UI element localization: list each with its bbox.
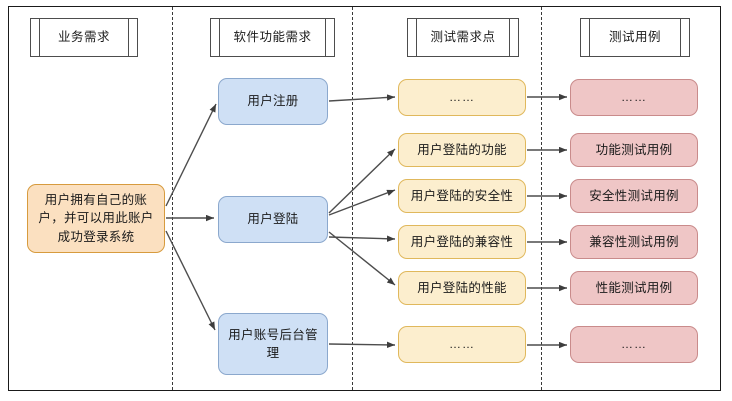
node-tc-compat-label: 兼容性测试用例 bbox=[589, 234, 679, 249]
node-tc-admin-ellipsis[interactable]: …… bbox=[570, 326, 698, 363]
node-tc-admin-ellipsis-label: …… bbox=[621, 336, 647, 351]
lane-header-testpoint: 测试需求点 bbox=[407, 18, 519, 57]
node-tc-compat[interactable]: 兼容性测试用例 bbox=[570, 225, 698, 259]
lane-divider-3 bbox=[541, 7, 542, 390]
node-tp-login-compat[interactable]: 用户登陆的兼容性 bbox=[398, 225, 526, 259]
node-tc-security[interactable]: 安全性测试用例 bbox=[570, 179, 698, 213]
node-user-login-label: 用户登陆 bbox=[247, 212, 299, 227]
lane-header-testpoint-label: 测试需求点 bbox=[430, 30, 496, 44]
node-tp-login-security-label: 用户登陆的安全性 bbox=[410, 188, 514, 203]
node-tc-function[interactable]: 功能测试用例 bbox=[570, 133, 698, 167]
diagram-outer-frame bbox=[8, 6, 721, 391]
node-tc-register-ellipsis[interactable]: …… bbox=[570, 79, 698, 116]
node-tp-admin-ellipsis-label: …… bbox=[449, 336, 475, 351]
node-user-account-admin[interactable]: 用户账号后台管理 bbox=[218, 313, 328, 375]
node-user-account-admin-label: 用户账号后台管理 bbox=[228, 327, 318, 360]
node-user-login[interactable]: 用户登陆 bbox=[218, 196, 328, 243]
lane-header-software: 软件功能需求 bbox=[210, 18, 335, 57]
node-tp-login-security[interactable]: 用户登陆的安全性 bbox=[398, 179, 526, 213]
lane-header-testcase: 测试用例 bbox=[580, 18, 690, 57]
lane-divider-1 bbox=[172, 7, 173, 390]
node-tc-performance-label: 性能测试用例 bbox=[595, 280, 673, 295]
lane-header-business: 业务需求 bbox=[30, 18, 138, 57]
lane-header-testcase-label: 测试用例 bbox=[608, 30, 661, 44]
node-tc-register-ellipsis-label: …… bbox=[621, 89, 647, 104]
node-tp-admin-ellipsis[interactable]: …… bbox=[398, 326, 526, 363]
node-tp-login-performance-label: 用户登陆的性能 bbox=[417, 280, 507, 295]
node-tc-function-label: 功能测试用例 bbox=[595, 142, 673, 157]
lane-header-software-label: 软件功能需求 bbox=[233, 30, 312, 44]
node-tp-register-ellipsis[interactable]: …… bbox=[398, 79, 526, 116]
node-tp-login-compat-label: 用户登陆的兼容性 bbox=[410, 234, 514, 249]
node-tp-register-ellipsis-label: …… bbox=[449, 89, 475, 104]
node-user-register-label: 用户注册 bbox=[247, 94, 299, 109]
node-tp-login-performance[interactable]: 用户登陆的性能 bbox=[398, 271, 526, 305]
node-business-requirement[interactable]: 用户拥有自己的账户，并可以用此账户成功登录系统 bbox=[27, 184, 165, 253]
lane-header-business-label: 业务需求 bbox=[57, 30, 110, 44]
node-tc-security-label: 安全性测试用例 bbox=[589, 188, 679, 203]
node-business-requirement-label: 用户拥有自己的账户，并可以用此账户成功登录系统 bbox=[38, 193, 154, 244]
node-tp-login-function[interactable]: 用户登陆的功能 bbox=[398, 133, 526, 167]
node-tc-performance[interactable]: 性能测试用例 bbox=[570, 271, 698, 305]
node-user-register[interactable]: 用户注册 bbox=[218, 78, 328, 125]
lane-divider-2 bbox=[352, 7, 353, 390]
node-tp-login-function-label: 用户登陆的功能 bbox=[417, 142, 507, 157]
